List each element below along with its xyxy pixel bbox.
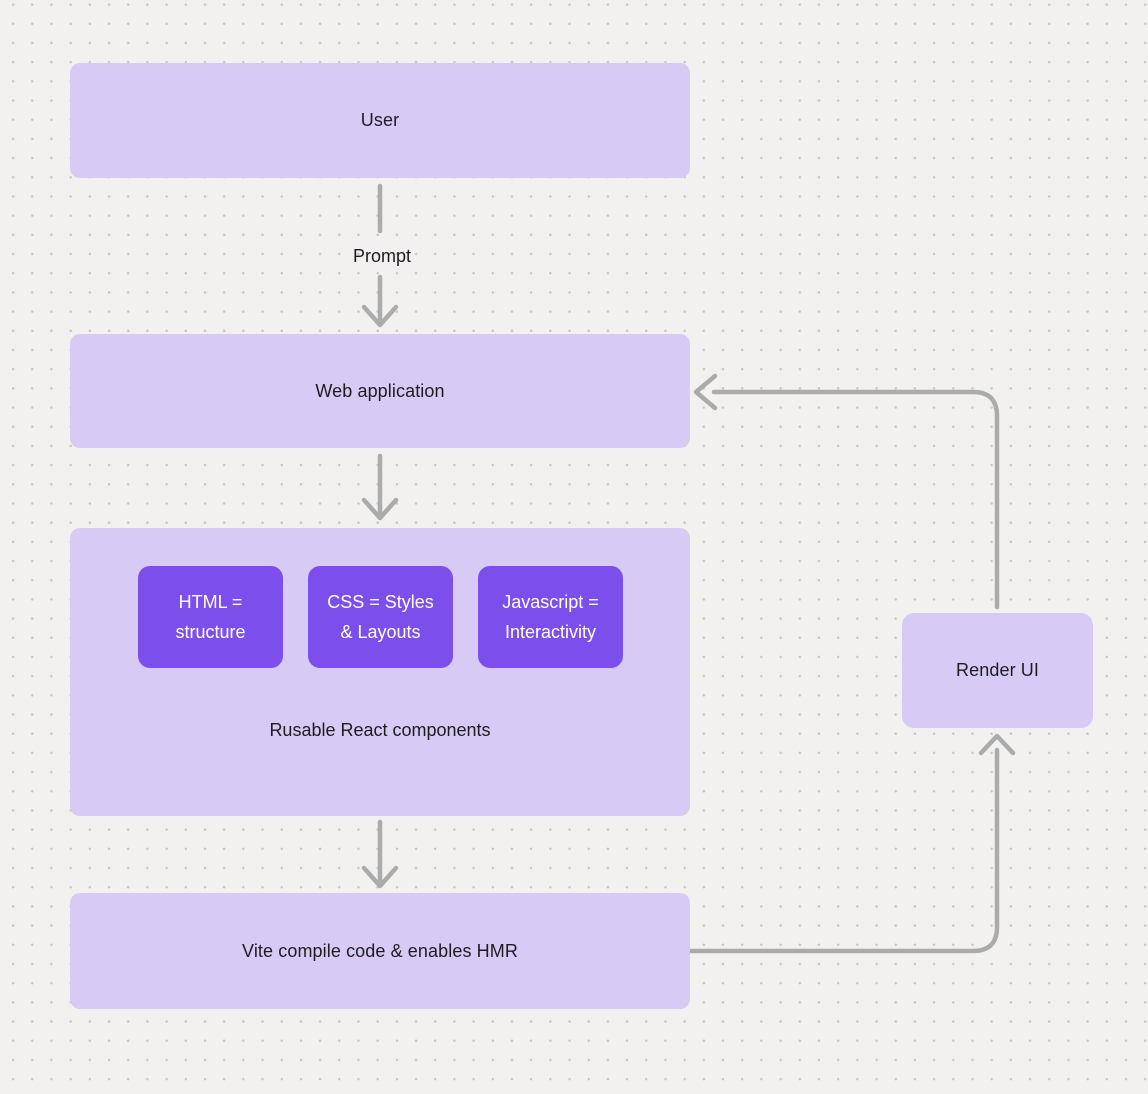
components-caption: Rusable React components <box>269 720 491 740</box>
node-html-label-line2: structure <box>175 622 246 642</box>
connector-segment <box>711 389 1000 610</box>
node-javascript-label-line1: Javascript = <box>502 592 599 612</box>
arrowhead-down-icon <box>361 865 399 889</box>
node-web-application[interactable]: Web application <box>70 334 690 448</box>
node-javascript-label-line2: Interactivity <box>504 622 597 642</box>
connector-components-to-vite[interactable] <box>361 819 399 889</box>
arrowhead-down-icon <box>361 497 399 521</box>
node-css-label-line1: CSS = Styles <box>327 592 434 612</box>
node-vite-label: Vite compile code & enables HMR <box>242 940 518 961</box>
arrowhead-down-icon <box>361 304 399 328</box>
connector-webapp-to-components[interactable] <box>361 453 399 521</box>
edge-label-prompt: Prompt <box>352 246 412 266</box>
node-css[interactable]: CSS = Styles & Layouts <box>308 566 453 668</box>
node-javascript[interactable]: Javascript = Interactivity <box>478 566 623 668</box>
connector-segment <box>687 747 1000 954</box>
arrowhead-up-icon <box>978 733 1016 756</box>
node-web-application-label: Web application <box>315 380 445 401</box>
node-render-ui[interactable]: Render UI <box>902 613 1093 728</box>
arrowhead-left-icon <box>693 373 718 411</box>
node-components-container[interactable]: HTML = structure CSS = Styles & Layouts … <box>70 528 690 816</box>
node-vite[interactable]: Vite compile code & enables HMR <box>70 893 690 1009</box>
node-html-label-line1: HTML = <box>178 592 243 612</box>
node-html[interactable]: HTML = structure <box>138 566 283 668</box>
connector-renderui-to-webapp[interactable] <box>693 373 1000 610</box>
node-render-ui-label: Render UI <box>956 660 1039 680</box>
node-user[interactable]: User <box>70 63 690 178</box>
node-user-label: User <box>360 110 400 130</box>
node-css-label-line2: & Layouts <box>340 622 421 642</box>
connector-vite-to-renderui[interactable] <box>687 733 1016 954</box>
